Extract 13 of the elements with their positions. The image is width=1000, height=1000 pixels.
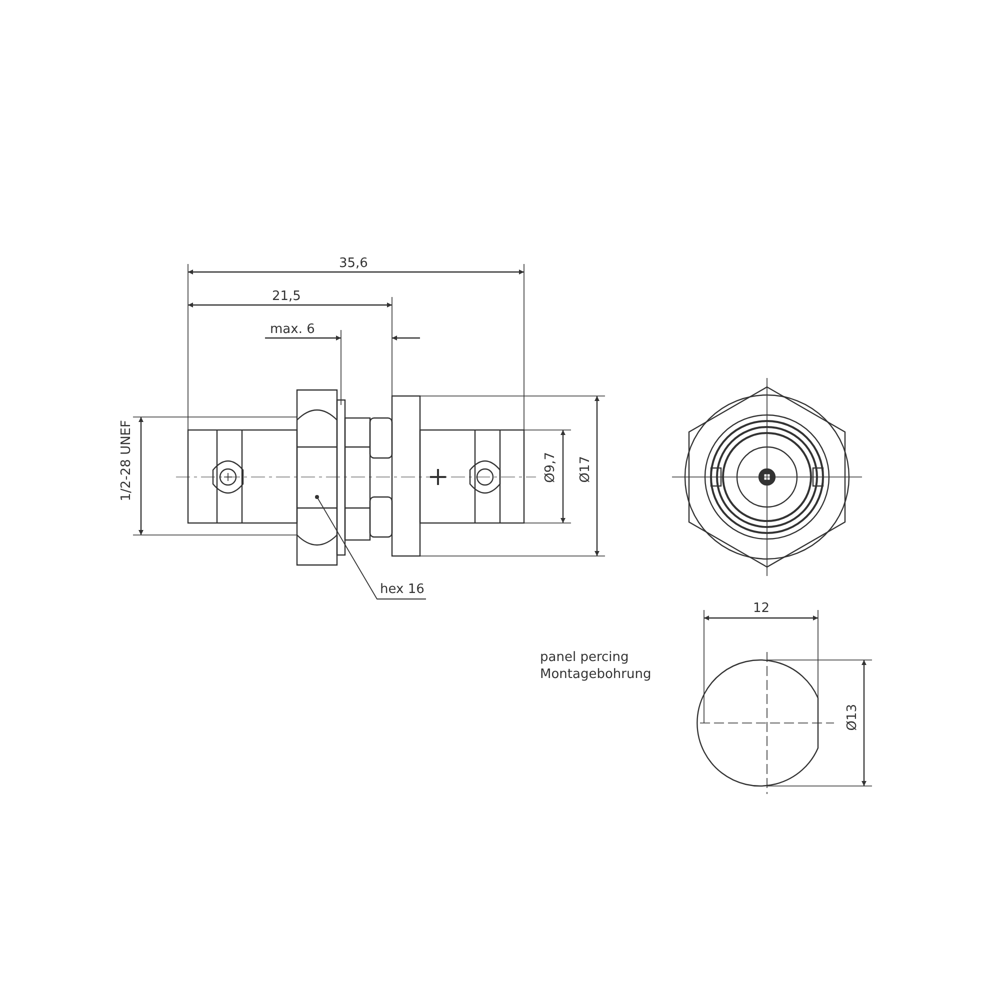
dimension-value: max. 6	[270, 322, 315, 338]
dimension-value: 21,5	[272, 289, 301, 305]
note-text: panel percing	[540, 650, 629, 666]
leader-line	[315, 495, 426, 600]
dimension-value: 1/2-28 UNEF	[119, 420, 135, 502]
part-label: hex 16	[380, 582, 424, 598]
dimension-value: 12	[753, 601, 770, 617]
hex-nut-drawing	[296, 389, 338, 566]
dimension-value: 35,6	[339, 256, 368, 272]
dimension-value: Ø13	[845, 704, 861, 731]
dimension-value: Ø17	[578, 456, 594, 483]
dimension-value: Ø9,7	[543, 452, 559, 483]
note-text: Montagebohrung	[540, 667, 652, 683]
